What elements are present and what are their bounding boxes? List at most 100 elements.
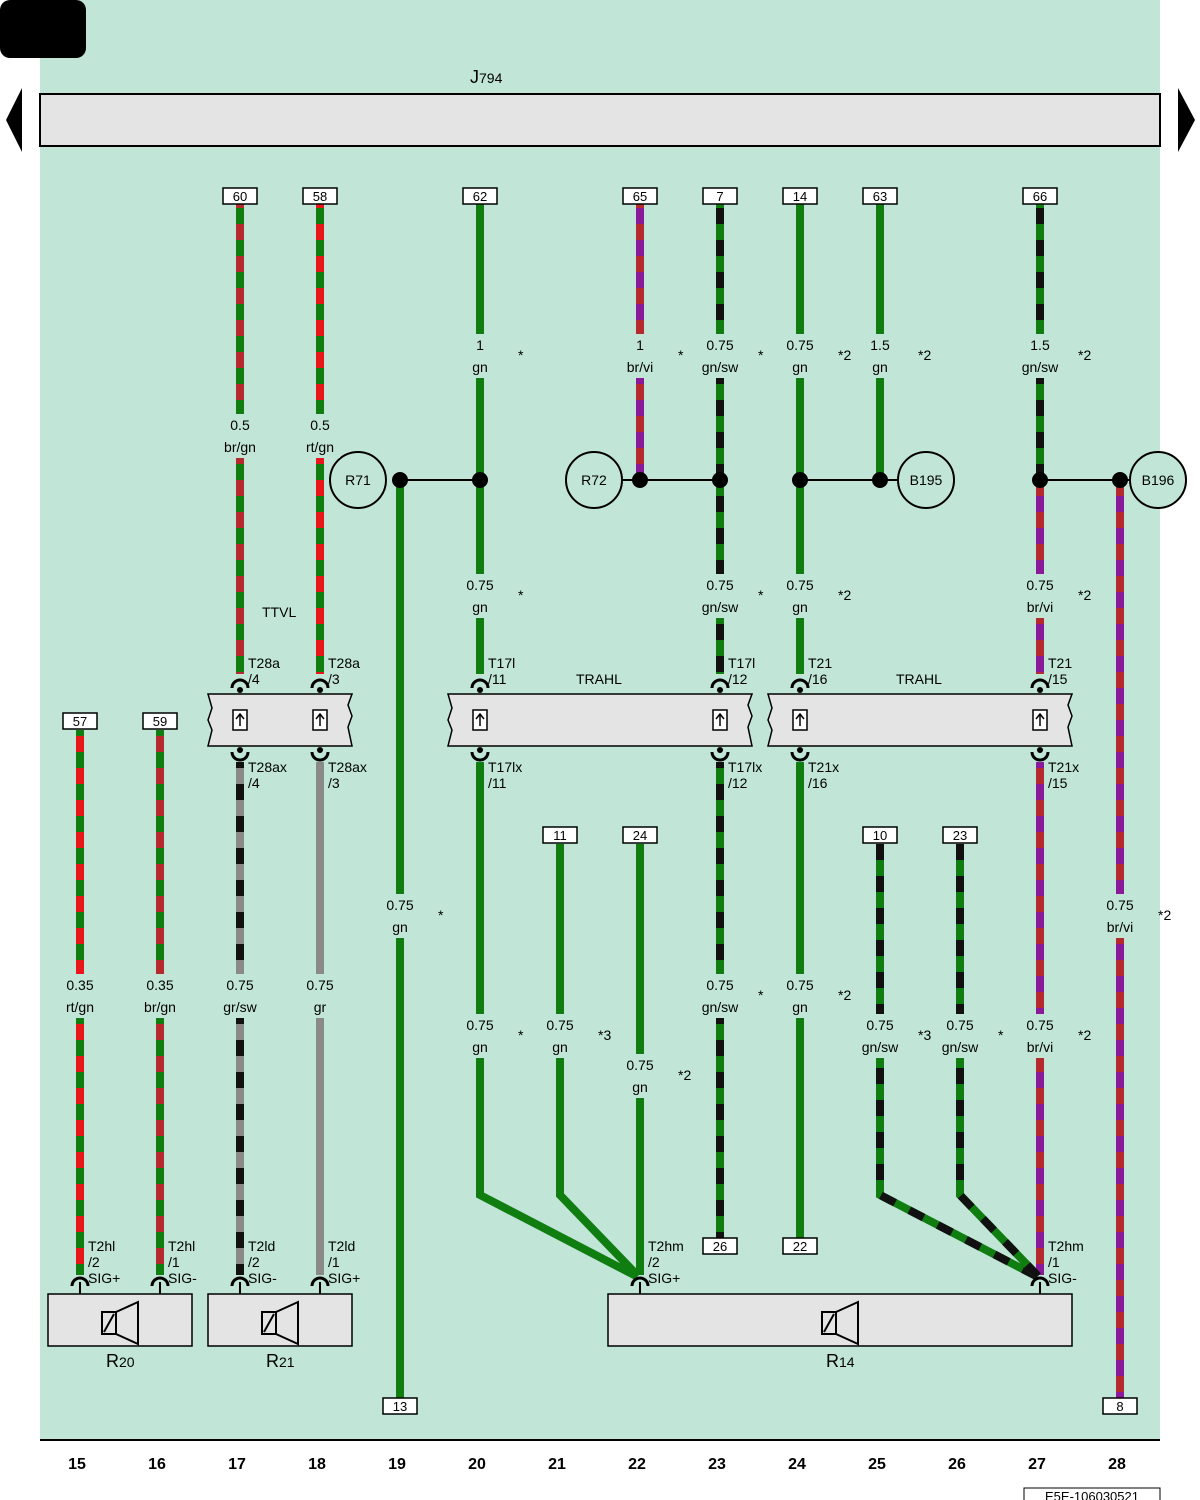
- speaker-pin-label: SIG+: [88, 1270, 120, 1286]
- speaker-pin-label: /1: [1048, 1254, 1060, 1270]
- speaker-pin-label: SIG-: [248, 1270, 277, 1286]
- pin-box-inner: 10: [862, 826, 898, 844]
- wire-size: 1: [636, 337, 644, 353]
- wire-25-gn-sw-base: [876, 844, 1038, 1280]
- wire-size: 0.75: [786, 977, 813, 993]
- speaker-pin-label: SIG-: [168, 1270, 197, 1286]
- wire-14-gn: [796, 204, 804, 674]
- pin-number: 62: [473, 189, 487, 204]
- speaker-r21: R21: [207, 1293, 353, 1371]
- pin-box-top: 60: [222, 187, 258, 205]
- pin-box-top: 14: [782, 187, 818, 205]
- svg-text:B195: B195: [910, 472, 943, 488]
- pin-label-t28a: /4: [248, 671, 260, 687]
- wire-color: br/gn: [144, 999, 176, 1015]
- previous-page-arrow-icon[interactable]: [6, 88, 22, 152]
- control-unit-j794: J794: [39, 67, 1161, 147]
- column-number: 15: [68, 1456, 86, 1473]
- pin-number: 63: [873, 189, 887, 204]
- pin-box-bottom: 26: [702, 1237, 738, 1255]
- speaker-number: 21: [279, 1354, 295, 1370]
- wire-size: 1.5: [1030, 337, 1050, 353]
- wire-color: gn: [792, 999, 808, 1015]
- wire-color: gn: [632, 1079, 648, 1095]
- pin-box-top: 65: [622, 187, 658, 205]
- speaker-letter: R: [826, 1351, 839, 1371]
- connector-block-trahl-1: [447, 693, 754, 747]
- speaker-icon: [261, 1300, 299, 1346]
- pin-label-t28ax: T28ax: [328, 759, 367, 775]
- wire-19-gn: [396, 480, 404, 1398]
- connector-label-ttvl: TTVL: [262, 604, 296, 620]
- svg-text:R72: R72: [581, 472, 607, 488]
- footer-code-box: [1023, 1487, 1161, 1500]
- wire-size: 0.75: [786, 337, 813, 353]
- svg-text:R14: R14: [826, 1351, 855, 1371]
- wire-size: 0.75: [1106, 897, 1133, 913]
- wire-size: 0.75: [946, 1017, 973, 1033]
- pin-number: 24: [633, 828, 647, 843]
- wire-17-gr-sw: [236, 762, 244, 1275]
- pin-box-top: 66: [1022, 187, 1058, 205]
- wire-label-top: 1.5gn/sw*2: [1020, 334, 1091, 378]
- wire-20-gn-routed: [476, 762, 638, 1280]
- svg-text:R71: R71: [345, 472, 371, 488]
- wire-note: *: [438, 907, 444, 923]
- next-page-arrow-icon[interactable]: [1178, 88, 1195, 152]
- speaker-pin-label: T2hl: [168, 1238, 195, 1254]
- wire-size: 1: [476, 337, 484, 353]
- speaker-terminal: [310, 1276, 330, 1294]
- connector-label-trahl-2: TRAHL: [896, 671, 942, 687]
- pin-label-t17l: /12: [728, 671, 748, 687]
- wire-size: 0.75: [1026, 1017, 1053, 1033]
- column-number: 22: [628, 1456, 646, 1473]
- pin-box-left: 57: [62, 712, 98, 730]
- speaker-pin-label: T2ld: [248, 1238, 275, 1254]
- wire-color: gn/sw: [862, 1039, 899, 1055]
- pin-label-t28ax: /3: [328, 775, 340, 791]
- junction-b195: B195: [897, 451, 955, 509]
- wire-62-gn: [476, 204, 484, 674]
- pin-number: 14: [793, 189, 807, 204]
- wire-color: gn/sw: [702, 359, 739, 375]
- wire-color: gn/sw: [1022, 359, 1059, 375]
- wire-color: gn: [472, 359, 488, 375]
- connector-block-trahl-2: [767, 693, 1074, 747]
- connector-contacts: [70, 678, 1050, 1294]
- wire-labels: 0.5br/gn0.5rt/gn1gn*1br/vi*0.75gn/sw*0.7…: [60, 334, 1171, 1098]
- pin-box-top: 58: [302, 187, 338, 205]
- wire-note: *: [678, 347, 684, 363]
- connector-contact: [790, 678, 810, 762]
- pin-number: 11: [553, 828, 567, 843]
- speaker-pin-label: T2hm: [648, 1238, 684, 1254]
- pin-number: 26: [713, 1239, 727, 1254]
- speaker-letter: R: [106, 1351, 119, 1371]
- pin-label-t17lx: T17lx: [728, 759, 762, 775]
- wire-note: *2: [1078, 587, 1091, 603]
- wire-color: gn: [872, 359, 888, 375]
- column-number: 19: [388, 1456, 406, 1473]
- wire-color: br/vi: [1107, 919, 1133, 935]
- pin-box-bottom: 13: [382, 1397, 418, 1415]
- wire-size: 1.5: [870, 337, 890, 353]
- pin-label-t17lx: T17lx: [488, 759, 522, 775]
- speaker-pin-label: T2hl: [88, 1238, 115, 1254]
- wire-size: 0.75: [226, 977, 253, 993]
- pin-label-t21: /16: [808, 671, 828, 687]
- wire-color: rt/gn: [66, 999, 94, 1015]
- connector-contact: [310, 678, 330, 762]
- wire-size: 0.75: [786, 577, 813, 593]
- pin-label-t28ax: /4: [248, 775, 260, 791]
- pin-number: 23: [953, 828, 967, 843]
- speaker-number: 14: [839, 1354, 855, 1370]
- wire-color: gn: [392, 919, 408, 935]
